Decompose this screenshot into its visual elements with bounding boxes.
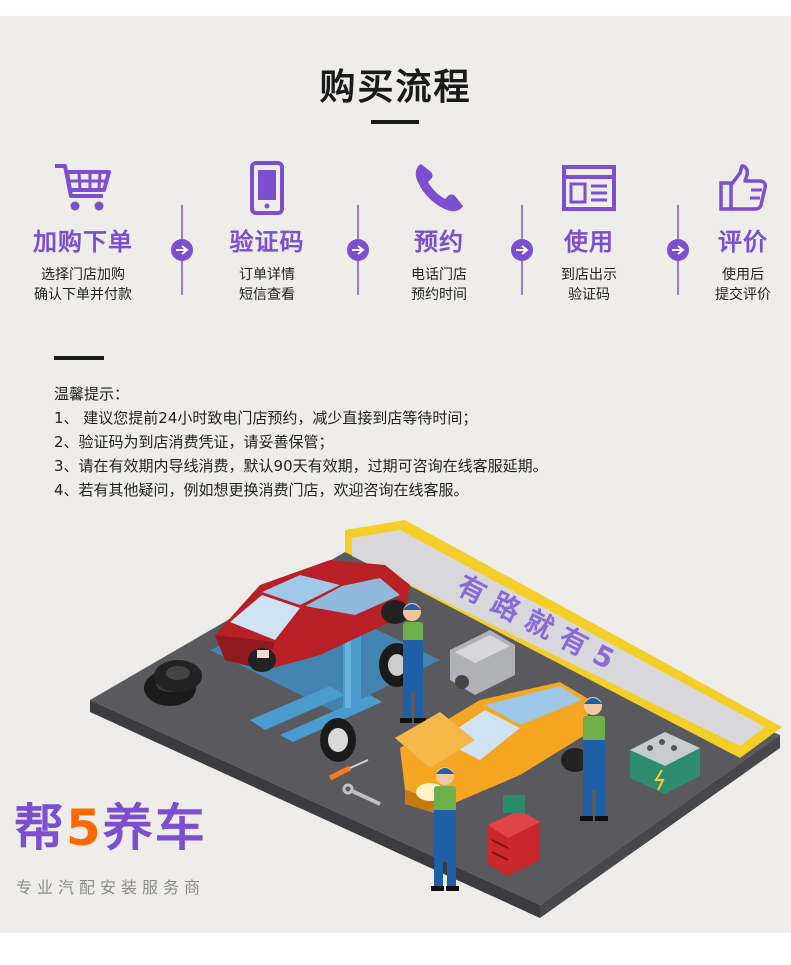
- wrench-icon: [342, 783, 381, 806]
- phone-handset-icon: [415, 164, 463, 212]
- step-description: 到店出示 验证码: [509, 265, 669, 305]
- step-desc-line: 验证码: [568, 287, 610, 303]
- mechanic-figure: [580, 697, 608, 821]
- step-label: 预约: [414, 228, 464, 256]
- step-label: 验证码: [229, 228, 305, 256]
- title-underline: [371, 120, 419, 124]
- step-description: 订单详情 短信查看: [187, 265, 347, 305]
- smartphone-icon: [250, 161, 284, 215]
- step-description: 选择门店加购 确认下单并付款: [3, 265, 163, 305]
- step-desc-line: 到店出示: [561, 267, 617, 283]
- bottom-strip: [0, 933, 791, 965]
- step-add-to-cart: 加购下单 选择门店加购 确认下单并付款: [3, 160, 163, 305]
- garage-illustration: 有路就有5: [90, 520, 782, 918]
- battery-box: [630, 732, 700, 794]
- tip-item: 3、请在有效期内导线消费，默认90天有效期，过期可咨询在线客服延期。: [54, 457, 548, 475]
- tip-item: 2、验证码为到店消费凭证，请妥善保管；: [54, 433, 334, 451]
- step-desc-line: 选择门店加购: [41, 267, 125, 283]
- arrow-right-icon: [667, 239, 689, 261]
- shopping-cart-icon: [55, 164, 111, 211]
- step-label: 加购下单: [33, 228, 133, 256]
- tips-heading: 温馨提示：: [54, 385, 130, 403]
- top-strip: [0, 0, 791, 16]
- red-car: [215, 560, 410, 672]
- engine-block: [450, 630, 515, 695]
- tips-section: 温馨提示： 1、 建议您提前24小时致电门店预约，减少直接到店等待时间； 2、验…: [54, 382, 754, 502]
- tool-cart: [488, 795, 540, 876]
- mechanic-figure: [400, 603, 426, 723]
- step-review: 评价 使用后 提交评价: [663, 160, 791, 305]
- page-title: 购买流程: [319, 67, 472, 108]
- step-desc-line: 短信查看: [239, 287, 295, 303]
- step-appointment: 预约 电话门店 预约时间: [359, 160, 519, 305]
- step-verification-code: 验证码 订单详情 短信查看: [187, 160, 347, 305]
- arrow-right-icon: [511, 239, 533, 261]
- tips-divider: [54, 356, 104, 360]
- step-label: 评价: [718, 228, 768, 256]
- arrow-right-icon: [171, 239, 193, 261]
- brand-logo: 帮5养车: [14, 798, 207, 858]
- banner-wall: [352, 530, 765, 746]
- step-desc-line: 使用后: [722, 267, 764, 283]
- step-desc-line: 预约时间: [411, 287, 467, 303]
- step-desc-line: 订单详情: [239, 267, 295, 283]
- arrow-right-icon: [347, 239, 369, 261]
- brand-text: 帮: [14, 799, 66, 857]
- tip-item: 1、 建议您提前24小时致电门店预约，减少直接到店等待时间；: [54, 409, 478, 427]
- step-desc-line: 电话门店: [411, 267, 467, 283]
- step-desc-line: 提交评价: [715, 287, 771, 303]
- thumbs-up-icon: [719, 164, 767, 211]
- step-use: 使用 到店出示 验证码: [509, 160, 669, 305]
- screwdriver-icon: [328, 759, 369, 781]
- brand-number: 5: [66, 799, 103, 857]
- step-description: 使用后 提交评价: [663, 265, 791, 305]
- step-label: 使用: [564, 228, 614, 256]
- mechanic-figure: [431, 767, 459, 891]
- brand-slogan: 专业汽配安装服务商: [16, 878, 206, 897]
- browser-window-icon: [562, 165, 616, 211]
- step-desc-line: 确认下单并付款: [34, 287, 132, 303]
- tip-item: 4、若有其他疑问，例如想更换消费门店，欢迎咨询在线客服。: [54, 481, 469, 499]
- brand-text: 养车: [102, 799, 207, 857]
- step-description: 电话门店 预约时间: [359, 265, 519, 305]
- tire-stack: [144, 660, 202, 706]
